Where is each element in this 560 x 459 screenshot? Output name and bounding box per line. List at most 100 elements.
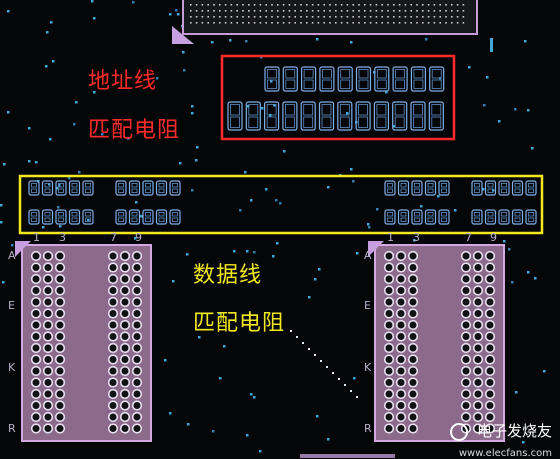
connector-pin: [364, 10, 366, 12]
via: [327, 438, 330, 441]
bga-ball: [119, 342, 131, 354]
right-memory-chip: [374, 244, 505, 442]
right-chip-ball-array: [383, 250, 496, 434]
pin1-marker-left: [15, 241, 31, 257]
via: [279, 202, 282, 205]
resistor-pad-inner: [487, 188, 494, 193]
bga-ball: [383, 331, 395, 342]
resistor-pad: [384, 180, 396, 196]
connector-pin: [387, 10, 389, 12]
data-termination-resistors: [28, 180, 537, 225]
via: [191, 112, 194, 115]
resistor-pad: [511, 209, 524, 225]
connector-pin: [410, 4, 412, 6]
via: [376, 208, 379, 211]
resistor-pad-inner: [501, 183, 507, 188]
via: [246, 250, 249, 253]
via: [318, 268, 321, 271]
bga-ball: [42, 296, 54, 308]
resistor-pad: [82, 209, 94, 225]
connector-pin: [451, 16, 453, 18]
connector-pin: [358, 4, 360, 6]
connector-pin: [306, 10, 308, 12]
via: [52, 60, 55, 63]
via: [132, 1, 135, 4]
bga-ball: [407, 262, 419, 273]
resistor-pad-inner: [376, 116, 387, 128]
connector-pin: [190, 16, 192, 18]
via: [514, 108, 517, 111]
bga-ball: [42, 262, 54, 273]
bga-ball: [407, 423, 419, 434]
resistor-pad-inner: [431, 116, 442, 128]
via: [468, 66, 471, 69]
resistor-pad-inner: [321, 79, 332, 89]
resistor-pad-inner: [414, 212, 420, 217]
resistor-pad: [397, 180, 410, 196]
resistor-pad: [55, 209, 67, 225]
via: [253, 396, 256, 399]
resistor-pad-inner: [85, 188, 91, 193]
bga-ball: [54, 273, 66, 285]
connector-pin: [335, 16, 337, 18]
connector-pin: [306, 22, 308, 24]
via: [352, 180, 355, 183]
resistor-pad-inner: [230, 104, 240, 116]
bga-ball: [131, 331, 143, 342]
resistor-pad-inner: [387, 217, 393, 222]
resistor-pad-inner: [85, 212, 91, 217]
resistor-pad: [374, 66, 390, 92]
connector-pin: [381, 22, 383, 24]
connector-pin: [248, 16, 250, 18]
bga-ball: [472, 423, 484, 434]
connector-pin: [462, 22, 465, 24]
bga-ball: [42, 319, 54, 331]
resistor-pad: [68, 180, 81, 196]
resistor-pad: [264, 101, 280, 131]
resistor-pad: [142, 180, 154, 196]
connector-pin: [387, 16, 389, 18]
resistor-pad-inner: [514, 188, 521, 193]
resistor-pad-inner: [131, 188, 138, 193]
via: [350, 41, 353, 44]
resistor-pad: [373, 101, 389, 131]
bga-ball: [383, 365, 395, 377]
resistor-pad-inner: [431, 79, 442, 89]
connector-pin: [277, 16, 279, 18]
bga-ball: [119, 319, 131, 331]
bga-ball: [484, 285, 496, 296]
bga-ball: [383, 285, 395, 296]
bga-ball: [395, 262, 407, 273]
right-row-label-k: K: [364, 361, 372, 374]
resistor-pad: [525, 180, 537, 196]
bga-ball: [395, 365, 407, 377]
via: [177, 13, 180, 16]
connector-pin: [404, 4, 407, 6]
connector-pin: [317, 16, 320, 18]
via: [57, 206, 60, 209]
via: [73, 123, 76, 126]
bga-ball: [395, 273, 407, 285]
bga-ball: [107, 273, 119, 285]
via: [93, 91, 96, 94]
connector-pin: [445, 4, 447, 6]
resistor-pad: [41, 209, 54, 225]
bga-ball: [484, 262, 496, 273]
connector-pin: [311, 22, 314, 24]
connector-pin: [346, 10, 349, 12]
bga-ball: [460, 285, 472, 296]
resistor-pad-inner: [474, 217, 480, 222]
resistor-pad-inner: [267, 69, 277, 79]
bga-ball: [472, 365, 484, 377]
left-col-label-7: 7: [110, 231, 117, 244]
bga-ball: [54, 411, 66, 423]
bga-ball: [54, 262, 66, 273]
connector-pin: [265, 22, 267, 24]
connector-pin: [352, 4, 354, 6]
connector-pin: [375, 10, 378, 12]
via: [45, 65, 48, 68]
via: [187, 423, 190, 426]
resistor-pad-inner: [85, 217, 91, 222]
bga-ball: [484, 377, 496, 388]
resistor-pad: [498, 209, 510, 225]
